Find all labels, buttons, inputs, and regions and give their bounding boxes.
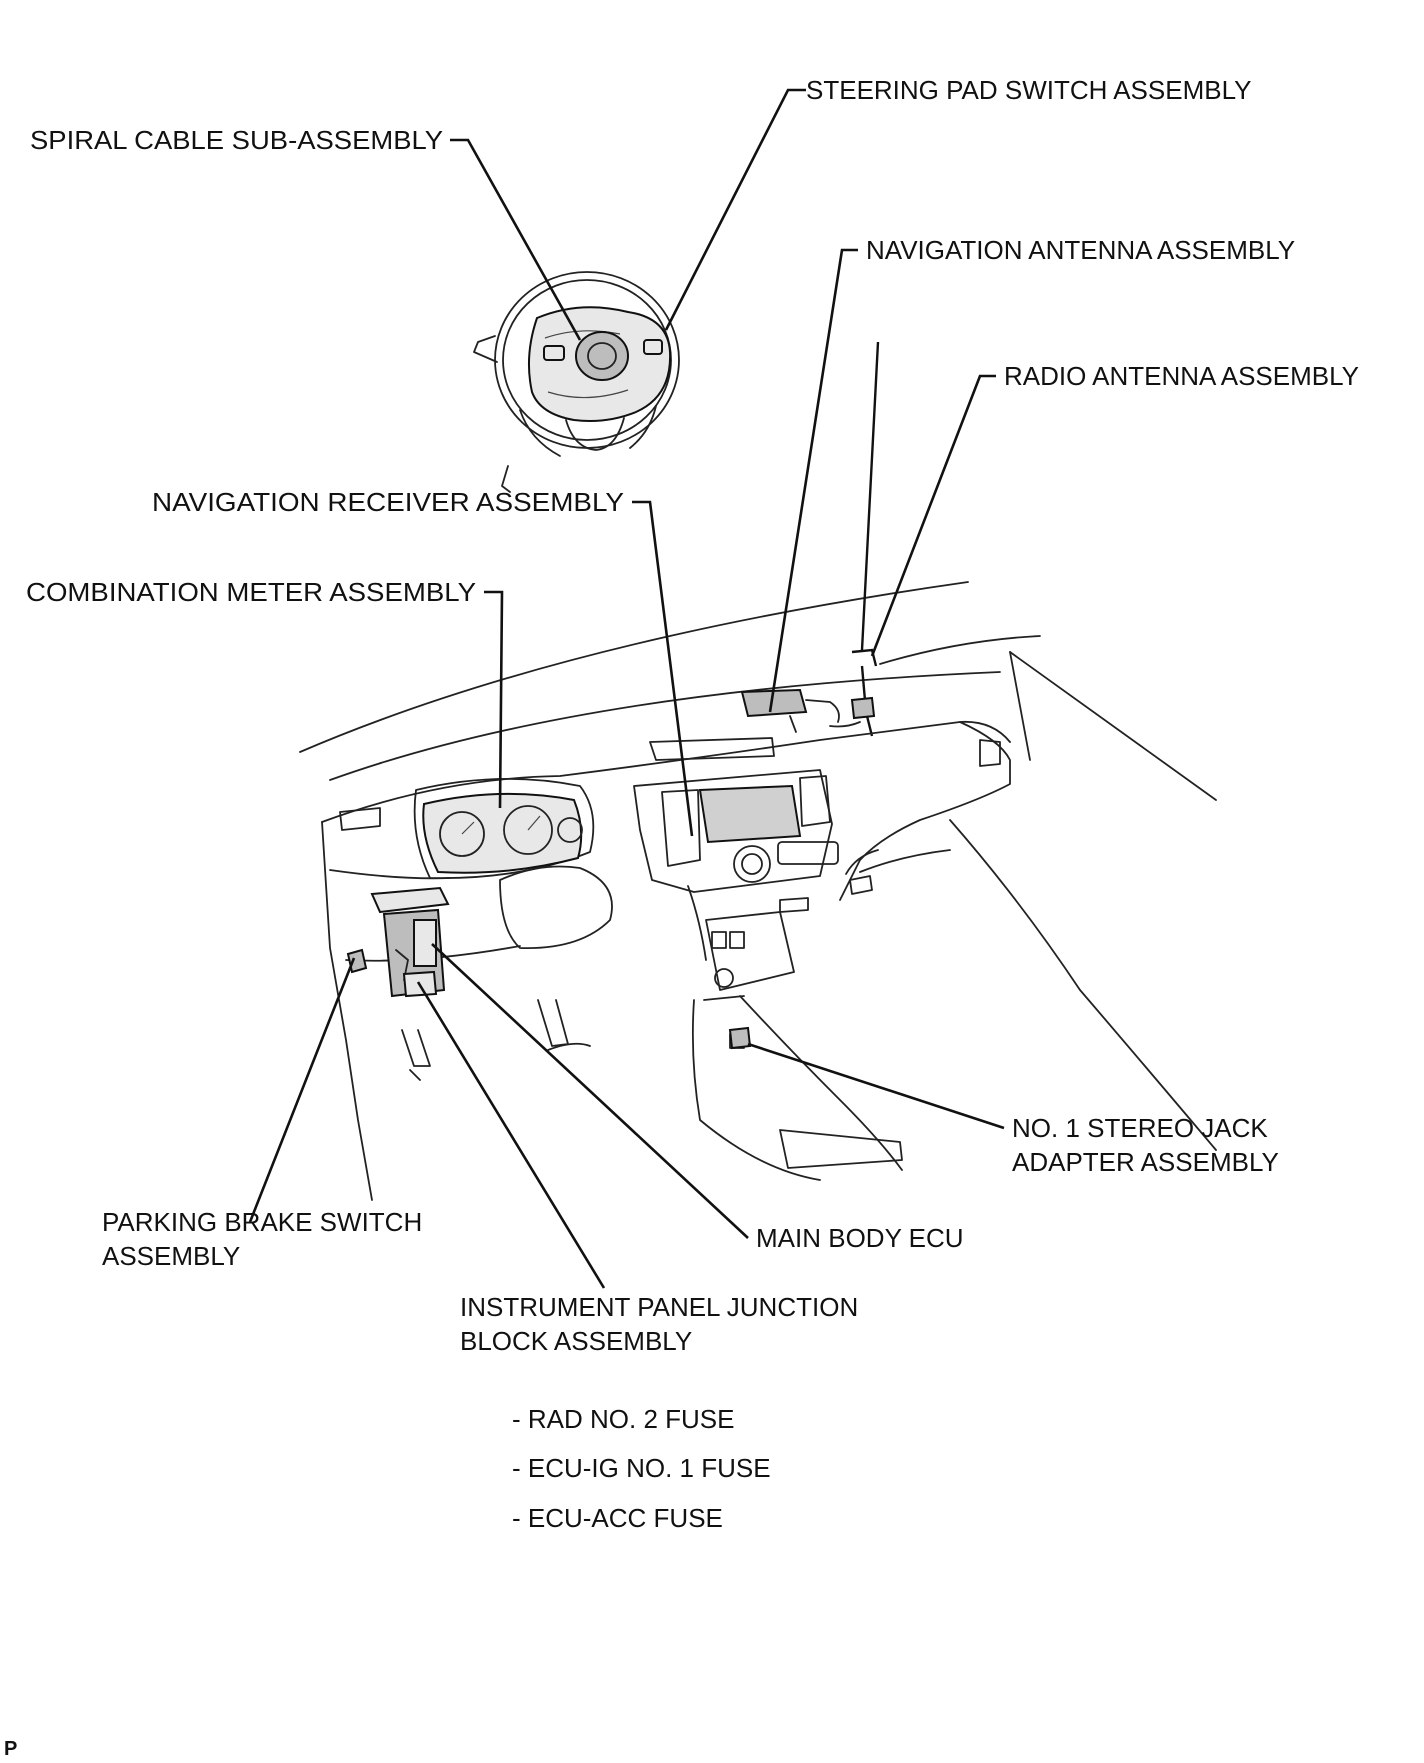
labels: STEERING PAD SWITCH ASSEMBLY SPIRAL CABL… [26,75,1359,1356]
fuse-item: - RAD NO. 2 FUSE [512,1404,734,1434]
navigation-antenna-illustration [740,688,861,733]
windshield-outline [299,581,1217,801]
steering-wheel-illustration [473,271,680,493]
fuse-list: - RAD NO. 2 FUSE - ECU-IG NO. 1 FUSE - E… [512,1404,771,1533]
corner-mark: P [4,1738,17,1760]
label-junction-block-line1: INSTRUMENT PANEL JUNCTION [460,1292,858,1322]
label-parking-brake-line2: ASSEMBLY [102,1241,240,1271]
label-navigation-receiver: NAVIGATION RECEIVER ASSEMBLY [152,487,624,517]
leader-lines [248,88,1005,1289]
fuse-item: - ECU-IG NO. 1 FUSE [512,1453,771,1483]
label-spiral-cable: SPIRAL CABLE SUB-ASSEMBLY [30,125,443,155]
label-parking-brake-line1: PARKING BRAKE SWITCH [102,1207,422,1237]
stereo-jack-illustration [728,1026,752,1050]
fuse-item: - ECU-ACC FUSE [512,1503,723,1533]
label-steering-pad-switch: STEERING PAD SWITCH ASSEMBLY [806,75,1251,105]
label-combination-meter: COMBINATION METER ASSEMBLY [26,577,476,607]
radio-antenna-illustration [850,341,880,737]
label-stereo-jack-line1: NO. 1 STEREO JACK [1012,1113,1268,1143]
dashboard-illustration [321,720,1217,1201]
label-junction-block-line2: BLOCK ASSEMBLY [460,1326,692,1356]
label-navigation-antenna: NAVIGATION ANTENNA ASSEMBLY [866,235,1295,265]
label-main-body-ecu: MAIN BODY ECU [756,1223,964,1253]
junction-block-illustration [370,886,450,998]
label-stereo-jack-line2: ADAPTER ASSEMBLY [1012,1147,1279,1177]
label-radio-antenna: RADIO ANTENNA ASSEMBLY [1004,361,1359,391]
